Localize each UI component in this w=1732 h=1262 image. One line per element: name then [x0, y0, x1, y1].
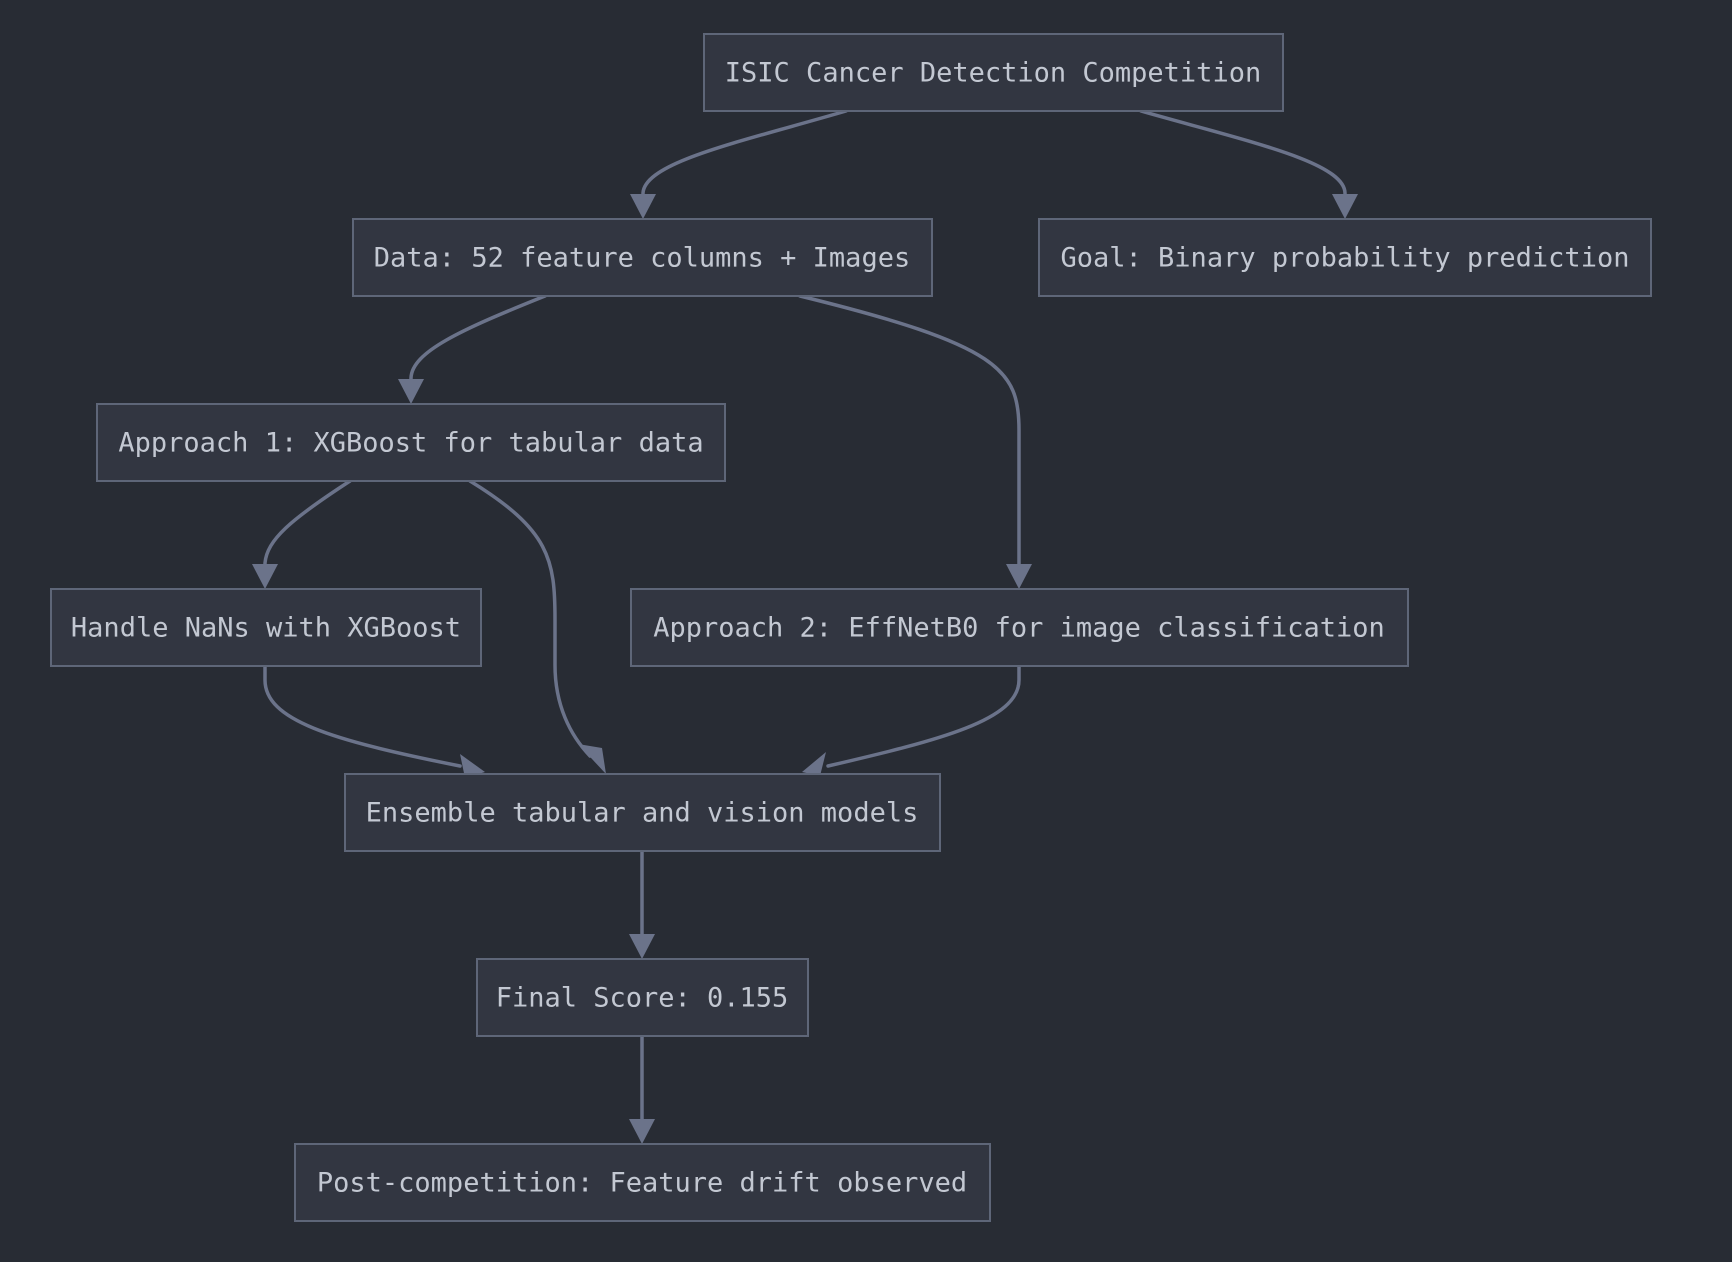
node-nans[interactable]: Handle NaNs with XGBoost: [50, 588, 482, 667]
edge-approach2-to-ensemble: [826, 664, 1021, 768]
node-approach1-label: Approach 1: XGBoost for tabular data: [118, 428, 703, 459]
node-isic[interactable]: ISIC Cancer Detection Competition: [703, 33, 1284, 112]
edge-approach1-to-nans: [263, 479, 352, 572]
node-post-label: Post-competition: Feature drift observed: [317, 1168, 967, 1199]
node-approach1[interactable]: Approach 1: XGBoost for tabular data: [96, 403, 726, 482]
arrow-isic-to-data: [630, 194, 656, 219]
edge-data-to-approach1: [409, 294, 547, 387]
node-ensemble-label: Ensemble tabular and vision models: [366, 798, 919, 829]
nodes: ISIC Cancer Detection Competition Data: …: [50, 33, 1652, 1222]
node-data-label: Data: 52 feature columns + Images: [374, 243, 910, 274]
node-approach2[interactable]: Approach 2: EffNetB0 for image classific…: [630, 588, 1409, 667]
node-nans-label: Handle NaNs with XGBoost: [71, 613, 461, 644]
arrow-nans-to-ensemble: [460, 754, 485, 778]
arrow-score-to-post: [629, 1119, 655, 1144]
node-isic-label: ISIC Cancer Detection Competition: [725, 58, 1261, 89]
node-goal-label: Goal: Binary probability prediction: [1061, 243, 1630, 274]
node-score[interactable]: Final Score: 0.155: [476, 958, 809, 1037]
edge-data-to-approach2: [798, 294, 1021, 572]
arrow-data-to-approach2: [1006, 564, 1032, 589]
edge-isic-to-data: [641, 109, 848, 202]
edges: [252, 109, 1358, 1144]
arrow-approach1-to-nans: [252, 564, 278, 589]
arrow-approach1-to-ensemble: [578, 744, 606, 774]
edge-approach1-to-ensemble: [468, 479, 592, 758]
arrow-isic-to-goal: [1332, 194, 1358, 219]
edge-isic-to-goal: [1139, 109, 1347, 202]
node-data[interactable]: Data: 52 feature columns + Images: [352, 218, 933, 297]
arrow-data-to-approach1: [398, 379, 424, 404]
node-score-label: Final Score: 0.155: [496, 983, 789, 1014]
arrow-ensemble-to-score: [629, 934, 655, 959]
node-goal[interactable]: Goal: Binary probability prediction: [1038, 218, 1652, 297]
node-ensemble[interactable]: Ensemble tabular and vision models: [344, 773, 941, 852]
arrow-approach2-to-ensemble: [802, 752, 826, 776]
edge-nans-to-ensemble: [263, 664, 462, 768]
node-approach2-label: Approach 2: EffNetB0 for image classific…: [653, 613, 1385, 644]
node-post[interactable]: Post-competition: Feature drift observed: [294, 1143, 991, 1222]
